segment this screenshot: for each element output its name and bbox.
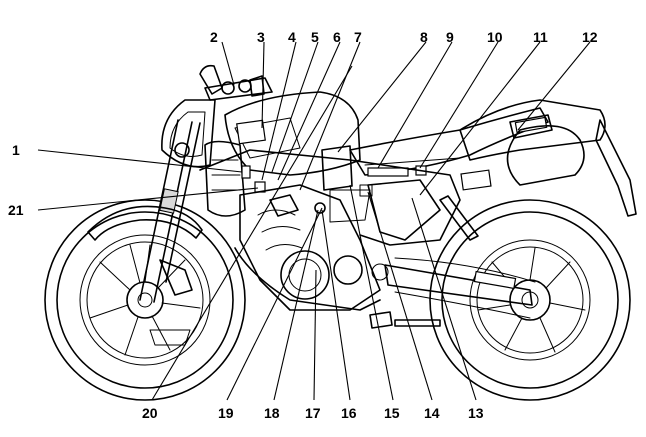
callout-8: 8 <box>420 29 428 45</box>
fuel-tank <box>224 91 361 176</box>
callout-12: 12 <box>582 29 598 45</box>
callout-13: 13 <box>468 405 484 421</box>
front-wheel <box>44 199 246 401</box>
callout-4: 4 <box>288 29 296 45</box>
callout-14: 14 <box>424 405 440 421</box>
callout-5: 5 <box>311 29 319 45</box>
callout-numbers: 1 2 3 4 5 6 7 8 9 10 11 12 13 14 15 16 1… <box>8 29 598 421</box>
tail-section <box>459 99 637 217</box>
radiator <box>204 140 266 217</box>
front-fender <box>87 205 203 241</box>
headlight-cowl <box>161 99 216 168</box>
callout-9: 9 <box>446 29 454 45</box>
callout-21: 21 <box>8 202 24 218</box>
tank-label <box>236 119 266 145</box>
swingarm <box>384 257 536 319</box>
callout-19: 19 <box>218 405 234 421</box>
callout-20: 20 <box>142 405 158 421</box>
handlebar <box>199 64 273 101</box>
callout-15: 15 <box>384 405 400 421</box>
callout-16: 16 <box>341 405 357 421</box>
callout-3: 3 <box>257 29 265 45</box>
leader-lines <box>37 41 591 401</box>
seat <box>349 107 549 176</box>
motorcycle-illustration <box>44 64 637 401</box>
callout-1: 1 <box>12 142 20 158</box>
callout-10: 10 <box>487 29 503 45</box>
callout-7: 7 <box>354 29 362 45</box>
callout-11: 11 <box>533 29 548 45</box>
engine <box>239 184 389 311</box>
callout-17: 17 <box>305 405 321 421</box>
rear-shock <box>439 195 479 241</box>
callout-2: 2 <box>210 29 218 45</box>
rear-wheel <box>429 199 631 401</box>
callout-18: 18 <box>264 405 280 421</box>
callout-6: 6 <box>333 29 341 45</box>
footpeg <box>369 311 441 329</box>
